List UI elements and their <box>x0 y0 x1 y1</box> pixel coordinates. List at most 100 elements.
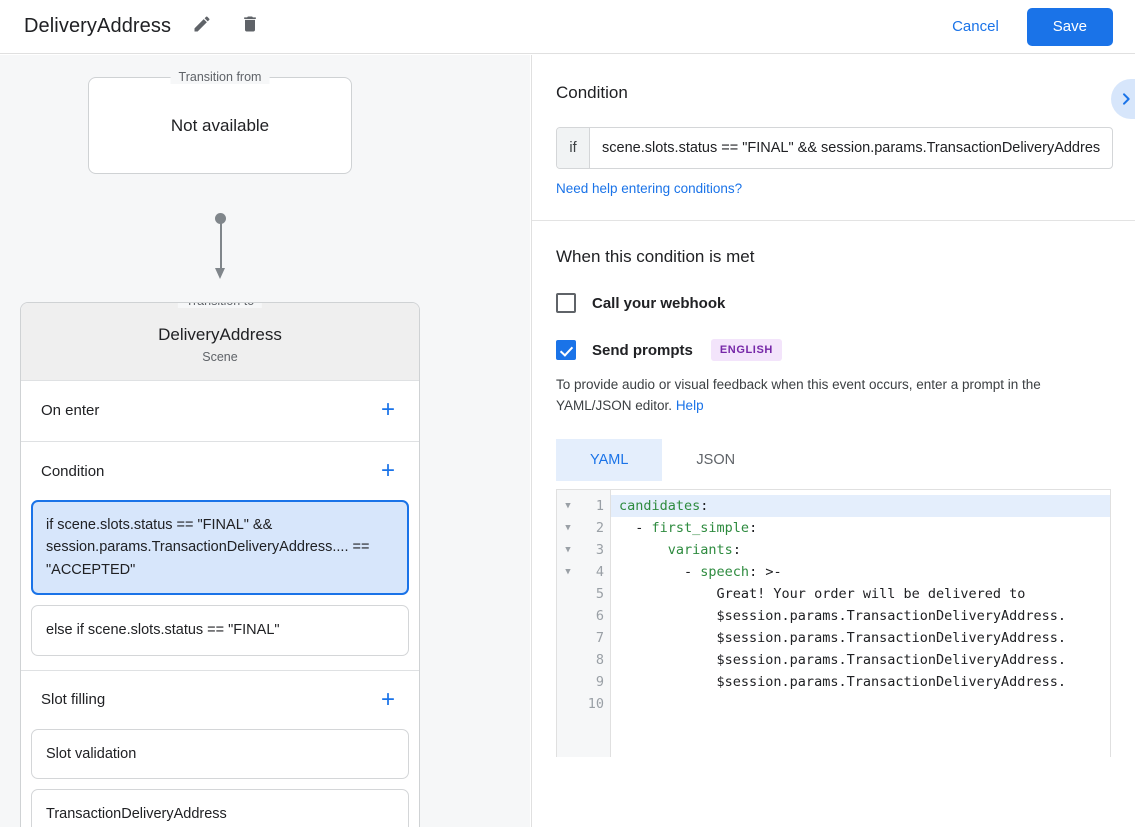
page-title: DeliveryAddress <box>24 15 172 37</box>
code-key-token: first_simple <box>651 519 750 536</box>
add-slot-filling-button[interactable]: + <box>380 685 395 713</box>
prompts-help-link[interactable]: Help <box>675 397 704 413</box>
condition-input-row[interactable]: if scene.slots.status == "FINAL" && sess… <box>556 127 1113 169</box>
cancel-button[interactable]: Cancel <box>938 10 1013 43</box>
prompts-description-text: To provide audio or visual feedback when… <box>556 377 1041 413</box>
send-prompts-label: Send prompts <box>592 341 693 359</box>
code-indent: - <box>619 519 652 536</box>
fold-spacer <box>557 693 579 715</box>
code-rest-token: : <box>700 497 709 514</box>
condition-list: if scene.slots.status == "FINAL" && sess… <box>21 500 419 670</box>
line-number: 5 <box>595 585 604 602</box>
code-line[interactable]: $session.params.TransactionDeliveryAddre… <box>611 671 1110 693</box>
section-slot-filling-head: Slot filling + <box>21 671 419 729</box>
transition-to-card: Transition to DeliveryAddress Scene On e… <box>20 302 420 827</box>
code-key-token: speech <box>700 563 750 580</box>
code-line[interactable] <box>611 693 1110 715</box>
line-number: 2 <box>595 519 604 536</box>
fold-toggle-icon[interactable]: ▼ <box>565 566 571 577</box>
condition-item-selected[interactable]: if scene.slots.status == "FINAL" && sess… <box>31 500 409 596</box>
code-indent: - <box>619 563 701 580</box>
top-bar: DeliveryAddress Cancel Save <box>0 0 1135 54</box>
transition-from-box[interactable]: Transition from Not available <box>88 70 352 174</box>
save-button[interactable]: Save <box>1026 7 1113 46</box>
connector-arrow-icon <box>215 268 225 279</box>
prompts-description: To provide audio or visual feedback when… <box>556 375 1111 417</box>
fold-spacer <box>557 649 579 671</box>
line-number: 8 <box>595 651 604 668</box>
code-rest-token: $session.params.TransactionDeliveryAddre… <box>619 651 1067 668</box>
code-line[interactable]: variants: <box>611 539 1110 561</box>
slot-filling-item-transaction[interactable]: TransactionDeliveryAddress <box>31 789 409 827</box>
editor-format-tabs: YAML JSON <box>556 438 1111 481</box>
code-rest-token: : >- <box>749 563 782 580</box>
code-indent <box>619 542 668 558</box>
condition-help-link[interactable]: Need help entering conditions? <box>556 181 743 196</box>
code-line[interactable]: Great! Your order will be delivered to <box>611 583 1110 605</box>
code-rest-token: $session.params.TransactionDeliveryAddre… <box>619 607 1067 624</box>
line-number: 10 <box>587 695 604 712</box>
line-number: 6 <box>595 607 604 624</box>
line-number: 9 <box>595 673 604 690</box>
code-line[interactable]: candidates: <box>611 494 1110 517</box>
trash-icon <box>240 14 260 39</box>
tab-yaml[interactable]: YAML <box>556 438 663 481</box>
condition-expression-input[interactable]: scene.slots.status == "FINAL" && session… <box>602 140 1101 156</box>
section-on-enter-head: On enter + <box>21 381 419 441</box>
expand-panel-button[interactable] <box>1111 79 1135 119</box>
add-on-enter-button[interactable]: + <box>380 396 395 423</box>
condition-if-prefix: if <box>557 128 590 168</box>
left-panel: Transition from Not available Transition… <box>0 55 530 827</box>
transition-to-header[interactable]: DeliveryAddress Scene <box>21 303 419 381</box>
when-condition-met-panel: When this condition is met Call your web… <box>532 221 1135 757</box>
code-rest-token: : <box>732 541 741 558</box>
editor-fold-gutter: ▼ ▼ ▼ ▼ <box>557 489 579 757</box>
code-line[interactable]: $session.params.TransactionDeliveryAddre… <box>611 605 1110 627</box>
pencil-icon <box>192 14 212 39</box>
tab-json[interactable]: JSON <box>696 451 736 468</box>
condition-item-else-if[interactable]: else if scene.slots.status == "FINAL" <box>31 605 409 656</box>
code-key-token: variants <box>667 541 733 558</box>
fold-spacer <box>557 605 579 627</box>
editor-code-area[interactable]: candidates: - first_simple: variants: - … <box>611 489 1110 757</box>
transition-to-legend: Transition to <box>177 302 263 308</box>
section-condition-title: Condition <box>41 462 105 480</box>
add-condition-button[interactable]: + <box>380 457 395 484</box>
slot-filling-item-validation[interactable]: Slot validation <box>31 728 409 780</box>
fold-spacer <box>557 627 579 649</box>
section-slot-filling-title: Slot filling <box>41 691 106 709</box>
code-rest-token: Great! Your order will be delivered to <box>619 585 1026 602</box>
fold-toggle-icon[interactable]: ▼ <box>565 500 571 511</box>
section-on-enter-title: On enter <box>41 401 100 419</box>
send-prompts-checkbox[interactable] <box>556 340 576 360</box>
condition-panel-title: Condition <box>556 83 628 102</box>
call-webhook-label: Call your webhook <box>592 294 726 312</box>
code-line[interactable]: $session.params.TransactionDeliveryAddre… <box>611 649 1110 671</box>
code-key-token: candidates <box>619 497 701 514</box>
transition-to-name: DeliveryAddress <box>158 325 282 344</box>
code-rest-token: $session.params.TransactionDeliveryAddre… <box>619 629 1067 646</box>
code-line[interactable]: - speech: >- <box>611 561 1110 583</box>
section-condition: Condition + if scene.slots.status == "FI… <box>21 442 419 671</box>
right-panel: Condition if scene.slots.status == "FINA… <box>531 55 1135 827</box>
fold-spacer <box>557 583 579 605</box>
send-prompts-row: Send prompts ENGLISH <box>556 339 1111 361</box>
section-on-enter: On enter + <box>21 381 419 442</box>
condition-panel: Condition if scene.slots.status == "FINA… <box>532 55 1135 221</box>
code-line[interactable]: $session.params.TransactionDeliveryAddre… <box>611 627 1110 649</box>
section-slot-filling: Slot filling + Slot validation Transacti… <box>21 671 419 827</box>
connector-line <box>220 218 222 271</box>
code-line[interactable]: - first_simple: <box>611 517 1110 539</box>
line-number: 7 <box>595 629 604 646</box>
line-number: 3 <box>595 541 604 558</box>
edit-name-button[interactable] <box>185 10 219 44</box>
code-rest-token: : <box>749 519 758 536</box>
transition-from-value: Not available <box>170 115 270 135</box>
fold-toggle-icon[interactable]: ▼ <box>565 522 571 533</box>
call-webhook-checkbox[interactable] <box>556 293 576 313</box>
delete-button[interactable] <box>233 10 267 44</box>
line-number: 1 <box>595 497 604 514</box>
fold-toggle-icon[interactable]: ▼ <box>565 544 571 555</box>
